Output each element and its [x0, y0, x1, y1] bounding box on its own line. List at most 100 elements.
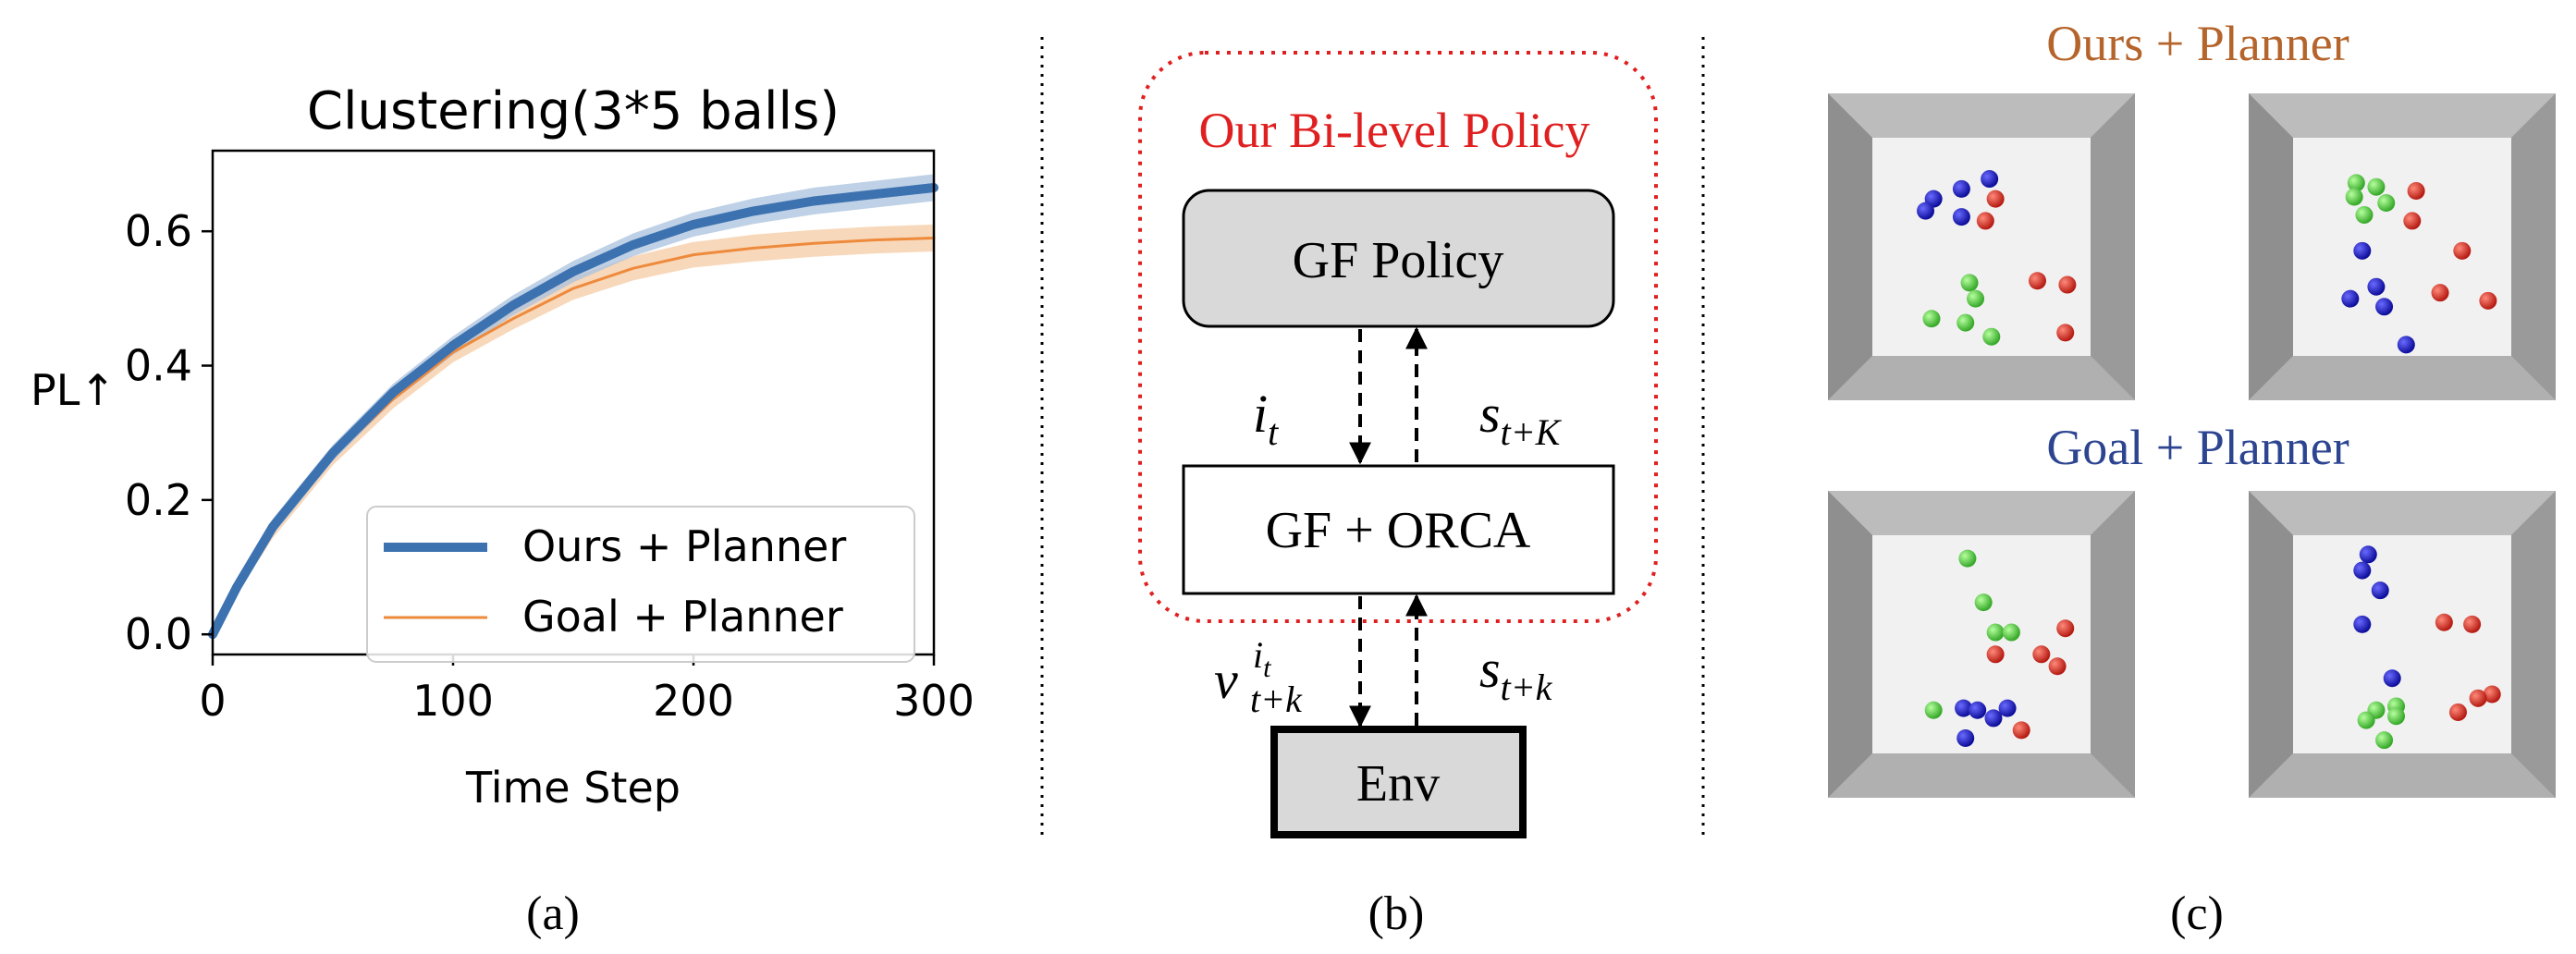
red-ball: [2479, 291, 2497, 310]
red-ball: [2032, 645, 2051, 664]
x-axis-label: Time Step: [465, 763, 681, 813]
red-ball: [1976, 212, 1994, 230]
scene-1: [1828, 93, 2135, 400]
y-tick-label: 0.2: [125, 475, 192, 525]
red-ball: [2453, 241, 2472, 260]
red-ball: [2469, 689, 2487, 707]
green-ball: [2377, 193, 2396, 212]
gf-orca-box: [1182, 464, 1615, 595]
blue-ball: [1998, 699, 2017, 717]
red-ball: [1986, 190, 2005, 208]
scene-wall-right: [2511, 491, 2556, 798]
y-axis: 0.0 0.2 0.4 0.6: [125, 206, 213, 659]
green-ball: [1960, 274, 1979, 292]
green-ball: [2375, 731, 2394, 750]
env-label: Env: [1356, 755, 1440, 813]
blue-ball: [1955, 699, 1973, 717]
scene-wall-bottom: [1828, 356, 2135, 400]
scene-4: [2249, 491, 2556, 798]
x-tick-label: 100: [412, 676, 494, 726]
scene-grid: [1828, 93, 2556, 798]
x-tick-label: 0: [199, 676, 226, 726]
label-v-subscript: t+k: [1250, 679, 1303, 720]
red-ball: [2435, 613, 2453, 631]
red-ball: [2403, 212, 2422, 230]
red-ball: [2048, 657, 2067, 676]
label-s-t-k: st+k: [1479, 639, 1553, 708]
bilevel-policy-label: Our Bi-level Policy: [1199, 103, 1590, 158]
blue-ball: [1952, 208, 1970, 226]
red-ball: [2058, 275, 2077, 294]
green-ball: [2367, 177, 2386, 196]
red-ball: [2407, 182, 2425, 201]
scene-2: [2249, 93, 2556, 400]
blue-ball: [1984, 709, 2003, 728]
caption-c: (c): [2170, 887, 2224, 940]
scene-wall-left: [2249, 93, 2293, 400]
x-axis: 0 100 200 300: [199, 654, 975, 726]
panel-c: Ours + Planner Goal + Planner (c): [1828, 16, 2556, 940]
scene-wall-bottom: [2249, 356, 2556, 400]
red-ball: [1986, 645, 2005, 664]
blue-ball: [1969, 701, 1987, 719]
bilevel-policy-outline: [1138, 51, 1658, 623]
red-ball: [2483, 685, 2501, 703]
goal-planner-title: Goal + Planner: [2046, 420, 2349, 475]
x-tick-label: 200: [653, 676, 734, 726]
scene-wall-left: [2249, 491, 2293, 798]
blue-ball: [2353, 615, 2372, 633]
blue-ball: [2353, 561, 2372, 580]
legend-label-ours: Ours + Planner: [522, 521, 846, 571]
blue-ball: [2383, 669, 2401, 688]
ours-planner-title: Ours + Planner: [2046, 16, 2349, 71]
gf-policy-label: GF Policy: [1293, 232, 1504, 289]
label-s-t-K: st+K: [1479, 384, 1563, 453]
red-ball: [2448, 703, 2467, 721]
scene-wall-bottom: [2249, 753, 2556, 798]
y-tick-label: 0.0: [125, 609, 192, 659]
green-ball: [1958, 549, 1977, 568]
green-ball: [2347, 174, 2365, 192]
scene-wall-left: [1828, 491, 1872, 798]
green-ball: [2355, 205, 2374, 224]
x-tick-label: 300: [893, 676, 975, 726]
red-ball: [2056, 324, 2075, 342]
series-line-ours: [208, 183, 938, 640]
blue-ball: [2371, 581, 2389, 600]
green-ball: [2387, 707, 2406, 726]
scene-wall-right: [2091, 491, 2135, 798]
blue-ball: [2353, 241, 2372, 260]
green-ball: [1986, 623, 2005, 642]
y-axis-label: PL↑: [31, 365, 116, 415]
green-ball: [2002, 623, 2020, 642]
chart-title: Clustering(3*5 balls): [307, 81, 840, 141]
label-v-superscript: it: [1253, 634, 1271, 683]
gf-policy-box: [1182, 189, 1615, 328]
scene-wall-top: [2249, 491, 2556, 535]
y-tick-label: 0.4: [125, 341, 192, 391]
red-ball: [2463, 615, 2482, 633]
scene-wall-bottom: [1828, 753, 2135, 798]
scene-wall-right: [2511, 93, 2556, 400]
panel-b: Our Bi-level Policy GF Policy GF + ORCA …: [1138, 51, 1658, 940]
scene-floor: [1872, 138, 2091, 356]
scene-wall-top: [2249, 93, 2556, 138]
red-ball: [2056, 619, 2075, 638]
blue-ball: [2359, 545, 2377, 564]
scene-wall-left: [1828, 93, 1872, 400]
blue-ball: [2375, 298, 2394, 316]
label-v: v: [1214, 650, 1238, 710]
scene-wall-top: [1828, 491, 2135, 535]
green-ball: [1982, 327, 2001, 346]
blue-ball: [1952, 179, 1970, 198]
blue-ball: [2341, 289, 2360, 308]
legend: Ours + Planner Goal + Planner: [366, 506, 915, 663]
green-ball: [1957, 313, 1975, 332]
red-ball: [2431, 284, 2449, 302]
red-ball: [2028, 272, 2046, 290]
blue-ball: [1981, 170, 1999, 189]
scene-floor: [1872, 535, 2091, 753]
y-tick-label: 0.6: [125, 206, 192, 256]
scene-floor: [2293, 138, 2511, 356]
